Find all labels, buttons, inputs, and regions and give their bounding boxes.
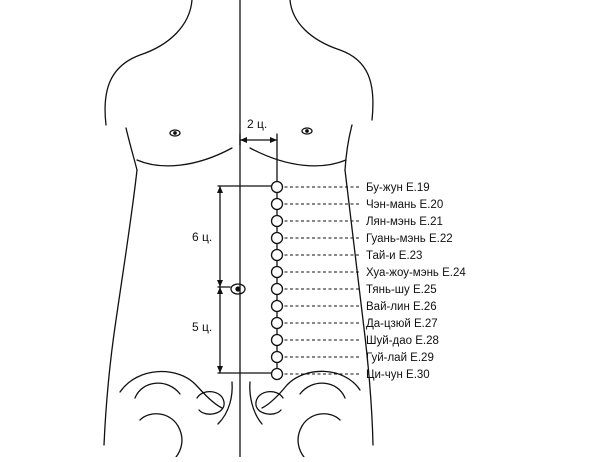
acupoint-marker xyxy=(270,350,284,364)
right-nipple xyxy=(301,127,313,135)
acupoint-label: Вай-лин E.26 xyxy=(366,301,437,313)
left-torso-outline xyxy=(103,169,138,446)
left-nipple xyxy=(169,129,181,137)
ruler-arrow-top xyxy=(217,186,223,193)
navel-outer xyxy=(230,283,246,295)
left-iliac-crest xyxy=(119,370,223,409)
acupoint-label: Чэн-мань E.20 xyxy=(366,199,443,211)
acupoint-label: Тай-и E.23 xyxy=(366,250,422,262)
left-ilium-inner xyxy=(134,382,181,399)
acupoint-marker xyxy=(270,180,284,194)
left-neck-shoulder-outline xyxy=(104,0,193,126)
ruler-arrow-mid-down xyxy=(217,287,223,294)
ruler-arrow-mid-up xyxy=(217,280,223,287)
left-femur-head xyxy=(139,413,183,458)
acupoint-label: Хуа-жоу-мэнь E.24 xyxy=(366,267,466,279)
left-pectoral-line xyxy=(136,147,233,167)
right-femur-head xyxy=(297,413,341,458)
upper-distance-label: 6 ц. xyxy=(192,230,212,244)
acupoint-label: Бу-жун E.19 xyxy=(366,182,430,194)
right-neck-shoulder-outline xyxy=(289,0,374,121)
width-label: 2 ц. xyxy=(247,117,267,131)
acupoint-marker xyxy=(270,248,284,262)
lower-distance-label: 5 ц. xyxy=(192,320,212,334)
acupoint-marker xyxy=(270,214,284,228)
acupoint-marker xyxy=(270,197,284,211)
left-pubic-arm xyxy=(217,381,233,425)
right-pubic-arm xyxy=(249,381,263,425)
ruler-arrow-bottom xyxy=(217,366,223,373)
width-arrow-left xyxy=(240,137,247,143)
right-chest-outline xyxy=(344,124,353,171)
acupoint-label: Гуй-лай E.29 xyxy=(366,352,434,364)
acupoint-marker xyxy=(270,282,284,296)
acupoint-label: Тянь-шу E.25 xyxy=(366,284,437,296)
acupoint-marker xyxy=(270,299,284,313)
right-ilium-inner xyxy=(299,382,346,399)
acupoint-marker xyxy=(270,367,284,381)
left-chest-outline xyxy=(125,127,138,171)
left-nipple-center xyxy=(173,131,177,135)
navel-inner xyxy=(235,286,241,292)
acupoint-label: Гуань-мэнь E.22 xyxy=(366,233,453,245)
left-hip-socket xyxy=(196,391,225,415)
right-iliac-crest xyxy=(261,370,361,409)
acupoint-label: Да-цзюй E.27 xyxy=(366,318,438,330)
width-arrow-right xyxy=(270,137,277,143)
right-nipple-center xyxy=(305,129,309,133)
acupoint-label: Шуй-дао E.28 xyxy=(366,335,439,347)
acupoint-marker xyxy=(270,316,284,330)
acupoint-marker xyxy=(270,265,284,279)
right-torso-outline xyxy=(344,169,374,446)
acupoint-marker xyxy=(270,333,284,347)
right-pectoral-line xyxy=(249,147,347,167)
acupoint-marker xyxy=(270,231,284,245)
acupoint-label: Лян-мэнь E.21 xyxy=(366,216,443,228)
acupoint-label: Ци-чун E.30 xyxy=(366,369,430,381)
right-hip-socket xyxy=(255,391,284,415)
